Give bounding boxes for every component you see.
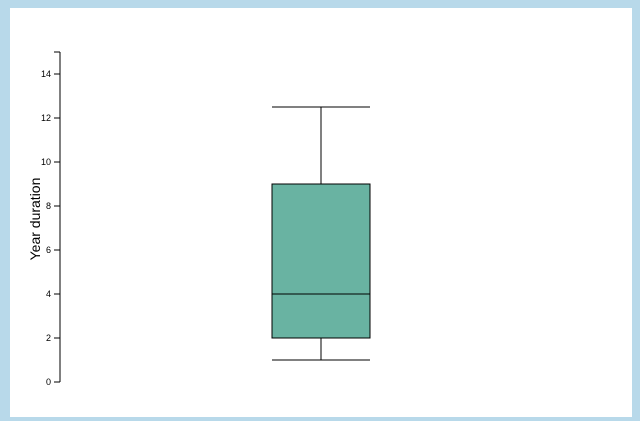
y-tick-label: 0 — [46, 377, 51, 387]
y-tick-label: 12 — [41, 113, 51, 123]
y-tick-label: 4 — [46, 289, 51, 299]
y-tick-label: 8 — [46, 201, 51, 211]
y-tick-label: 10 — [41, 157, 51, 167]
box-plot-chart: 0 2 4 6 8 10 12 14 Year duration — [27, 51, 371, 387]
chart-frame: 0 2 4 6 8 10 12 14 Year duration — [10, 8, 632, 417]
y-axis-label: Year duration — [27, 178, 43, 261]
y-tick-label: 2 — [46, 333, 51, 343]
y-axis: 0 2 4 6 8 10 12 14 — [41, 51, 61, 387]
box-plot — [271, 106, 371, 361]
y-tick-label: 6 — [46, 245, 51, 255]
y-tick-label: 14 — [41, 69, 51, 79]
interquartile-box — [271, 183, 371, 339]
